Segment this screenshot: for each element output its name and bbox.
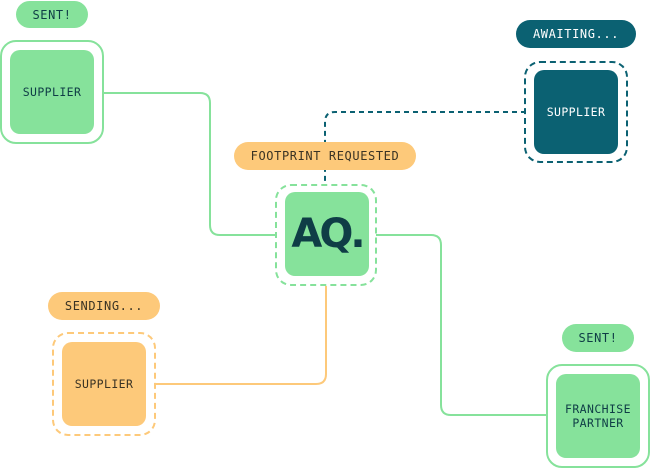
- franchise-partner-label: FRANCHISE PARTNER: [556, 374, 640, 458]
- supplier-node-top-left[interactable]: SUPPLIER: [0, 40, 104, 144]
- supplier-label: SUPPLIER: [10, 50, 94, 134]
- supplier-node-bottom-left[interactable]: SUPPLIER: [52, 332, 156, 436]
- supplier-label: SUPPLIER: [534, 70, 618, 154]
- aq-center-node[interactable]: AQ.: [275, 184, 377, 286]
- connector-top-left: [104, 92, 276, 236]
- status-badge-awaiting: AWAITING...: [516, 20, 636, 48]
- aq-logo: AQ.: [291, 211, 365, 257]
- aq-logo-tile: AQ.: [285, 192, 369, 276]
- supplier-node-top-right[interactable]: SUPPLIER: [524, 61, 628, 163]
- status-badge-sent: SENT!: [16, 1, 88, 28]
- connector-bottom-right: [376, 234, 548, 416]
- connector-bottom-left: [156, 286, 327, 385]
- status-badge-sending: SENDING...: [48, 292, 160, 320]
- supplier-label: SUPPLIER: [62, 342, 146, 426]
- status-badge-footprint-requested: FOOTPRINT REQUESTED: [234, 142, 416, 170]
- connector-top-right: [324, 111, 526, 186]
- franchise-partner-node[interactable]: FRANCHISE PARTNER: [546, 364, 650, 468]
- status-badge-sent: SENT!: [562, 324, 634, 352]
